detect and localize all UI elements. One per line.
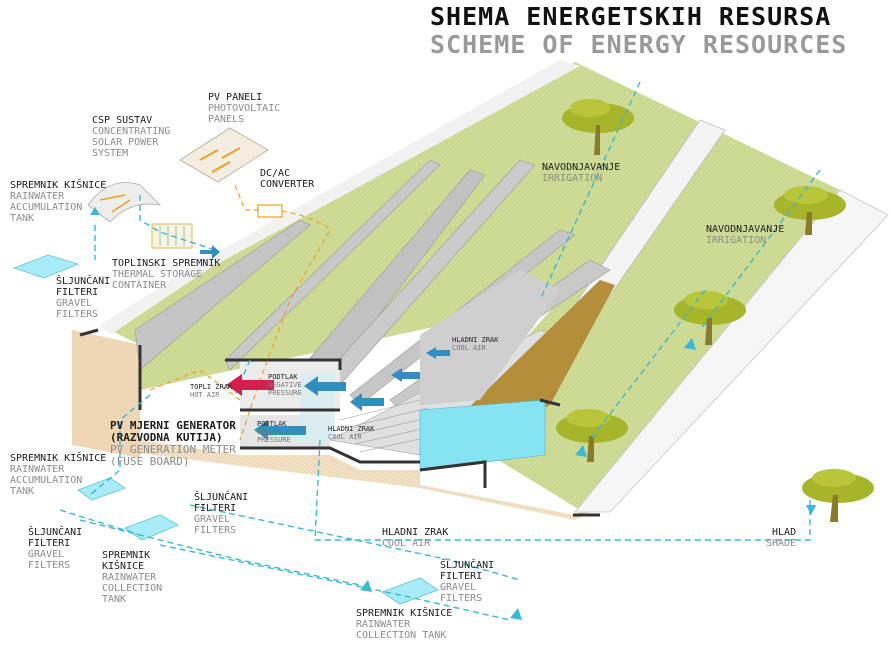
label-cool-air-upper: HLADNI ZRAK COOL AIR: [452, 336, 499, 352]
tree-shade: [802, 469, 874, 522]
upper-white-edge: [100, 60, 580, 335]
label-gravel-filters-left: ŠLJUNČANI FILTERI GRAVEL FILTERS: [28, 527, 83, 571]
label-collection-tank-right: SPREMNIK KIŠNICE RAINWATER COLLECTION TA…: [356, 608, 453, 641]
tree-top: [562, 99, 634, 155]
label-gravel-filters-mid: ŠLJUNČANI FILTERI GRAVEL FILTERS: [194, 492, 249, 536]
water-pool: [419, 399, 546, 471]
thermal-fins: [159, 226, 185, 246]
label-irrigation-2: NAVODNJAVANJE IRRIGATION: [706, 224, 785, 246]
water-flow-lines: [59, 81, 821, 621]
label-cool-air-lower: HLADNI ZRAK COOL AIR: [328, 425, 375, 441]
ground-strip: [72, 330, 140, 458]
grass-terrain: [100, 62, 840, 510]
tree-mid: [674, 291, 746, 345]
label-rain-tank-top: SPREMNIK KIŠNICE RAINWATER ACCUMULATION …: [10, 180, 107, 224]
label-negative-pressure-1: PODTLAK NEGATIVE PRESSURE: [268, 373, 302, 397]
tree-right: [774, 186, 846, 235]
label-gravel-filters-top: ŠLJUNČANI FILTERI GRAVEL FILTERS: [56, 276, 111, 320]
rain-tank-top: [12, 254, 80, 279]
csp-rays: [99, 194, 131, 213]
wall-1: [134, 219, 311, 371]
label-thermal-storage: TOPLINSKI SPREMNIK THERMAL STORAGE CONTA…: [112, 258, 221, 291]
label-rain-tank-left: SPREMNIK KIŠNICE RAINWATER ACCUMULATION …: [10, 453, 107, 497]
title-croatian: SHEMA ENERGETSKIH RESURSA: [430, 2, 832, 31]
rain-tank-left: [77, 477, 126, 501]
label-negative-pressure-2: PODTLAK NEGATIVE PRESSURE: [257, 420, 291, 444]
label-hot-air: TOPLI ZRAK HOT AIR: [190, 383, 233, 399]
label-csp-system: CSP SUSTAV CONCENTRATING SOLAR POWER SYS…: [92, 115, 171, 159]
pv-arrows: [199, 147, 241, 173]
path-strip-2: [574, 189, 889, 513]
section-outlines: [79, 328, 600, 517]
hot-air-arrow: [226, 374, 274, 396]
inner-grey-slab: [420, 270, 560, 405]
dcac-converter: [257, 204, 283, 218]
label-collection-tank-left: SPREMNIK KIŠNICE RAINWATER COLLECTION TA…: [102, 550, 163, 605]
small-flow-arrows: [90, 207, 816, 620]
label-pv-panels: PV PANELI PHOTOVOLTAIC PANELS: [208, 92, 281, 125]
csp-mirror: [87, 182, 162, 223]
label-dcac-converter: DC/AC CONVERTER: [260, 168, 315, 190]
title-english: SCHEME OF ENERGY RESOURCES: [430, 30, 848, 59]
tree-low: [556, 409, 628, 462]
label-irrigation-1: NAVODNJAVANJE IRRIGATION: [542, 162, 621, 184]
label-cool-air-bottom: HLADNI ZRAK COOL AIR: [382, 527, 449, 549]
label-pv-generation-meter: PV MJERNI GENERATOR (RAZVODNA KUTIJA) PV…: [110, 419, 236, 468]
gravel-tank-mid: [124, 514, 179, 541]
pv-panel: [179, 127, 269, 183]
cool-air-arrows: [200, 245, 450, 440]
label-shade: HLAD SHADE: [766, 527, 797, 549]
wall-2: [224, 159, 441, 371]
collection-tank-right: [381, 577, 439, 605]
label-gravel-filters-right: ŠLJUNČANI FILTERI GRAVEL FILTERS: [440, 560, 495, 604]
